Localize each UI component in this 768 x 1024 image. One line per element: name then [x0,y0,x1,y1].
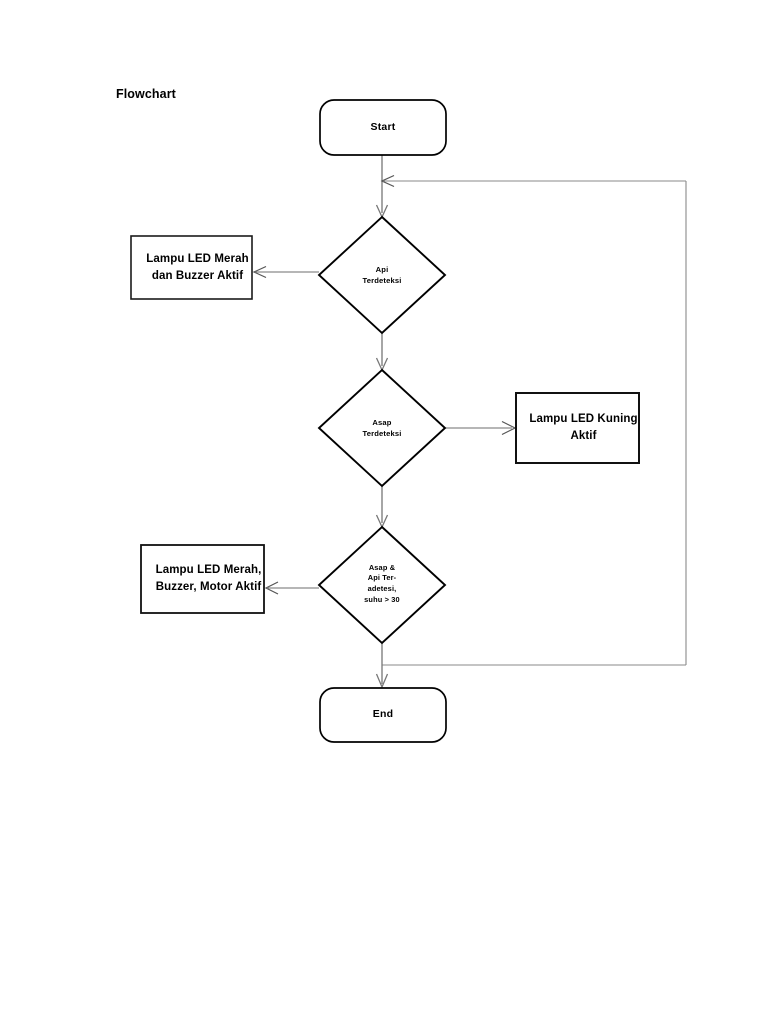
node-decision-asap-api-suhu[interactable] [317,525,447,645]
connector-api-to-merah [252,265,319,279]
node-decision-api[interactable] [317,215,447,335]
page-title: Flowchart [116,87,176,101]
connector-start-to-api [375,155,389,219]
connector-asap-to-kuning [445,420,517,436]
node-process-merah-buzzer-motor[interactable] [140,544,265,614]
connector-suhu-to-merah-motor [264,581,319,595]
node-decision-asap[interactable] [317,368,447,488]
connector-loop-back [380,174,687,666]
connector-api-to-asap [375,333,389,372]
node-process-kuning[interactable] [515,392,640,464]
node-process-merah-buzzer[interactable] [130,235,253,300]
connector-asap-to-suhu [375,486,389,529]
node-end[interactable] [319,687,447,743]
connector-suhu-to-end [375,643,389,689]
node-start[interactable] [319,99,447,156]
